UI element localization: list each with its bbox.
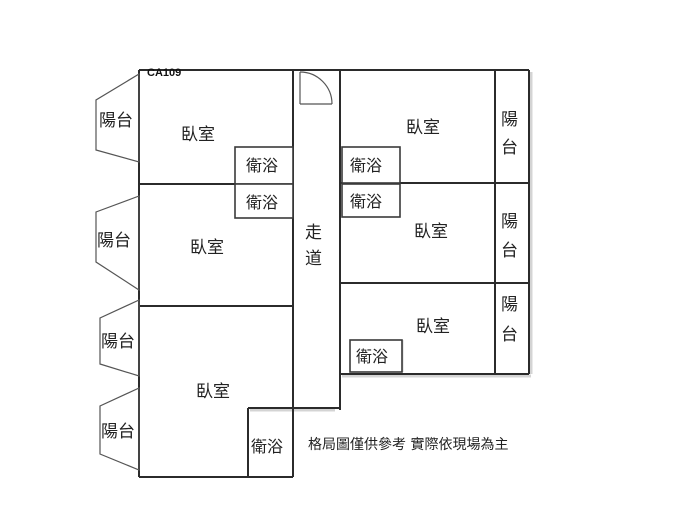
disclaimer-note: 格局圖僅供參考 實際依現場為主 bbox=[308, 436, 508, 453]
bedroom-label-6: 臥室 bbox=[416, 317, 450, 337]
bathroom-label-2: 衛浴 bbox=[246, 193, 278, 212]
left-unit-walls bbox=[138, 69, 295, 478]
bathroom-label-3: 衛浴 bbox=[350, 156, 382, 175]
balcony-right-1-top: 陽 bbox=[501, 110, 518, 130]
bathroom-label-5: 衛浴 bbox=[356, 347, 388, 366]
balcony-label-1: 陽台 bbox=[99, 111, 133, 131]
bedroom-label-2: 臥室 bbox=[190, 238, 224, 258]
balcony-label-3: 陽台 bbox=[101, 332, 135, 352]
bedroom-label-5: 臥室 bbox=[414, 222, 448, 242]
bedroom-label-4: 臥室 bbox=[406, 118, 440, 138]
plan-code: CA109 bbox=[147, 67, 181, 79]
balcony-right-3-bottom: 台 bbox=[501, 325, 518, 345]
left-balconies bbox=[95, 72, 140, 471]
balcony-right-1-bottom: 台 bbox=[501, 138, 518, 158]
bathroom-boxes bbox=[234, 146, 403, 373]
bathroom-label-1: 衛浴 bbox=[246, 156, 278, 175]
corridor-label-top: 走 bbox=[305, 223, 322, 243]
balcony-label-2: 陽台 bbox=[97, 231, 131, 251]
balcony-right-2-top: 陽 bbox=[501, 212, 518, 232]
corridor-door bbox=[299, 71, 333, 105]
bathroom-label-4: 衛浴 bbox=[350, 192, 382, 211]
balcony-right-3-top: 陽 bbox=[501, 295, 518, 315]
corridor-label-bottom: 道 bbox=[305, 249, 322, 269]
bedroom-label-3: 臥室 bbox=[196, 382, 230, 402]
bathroom-label-6: 衛浴 bbox=[251, 437, 283, 456]
balcony-label-4: 陽台 bbox=[101, 422, 135, 442]
right-unit-walls bbox=[293, 69, 530, 410]
bedroom-label-1: 臥室 bbox=[181, 125, 215, 145]
balcony-right-2-bottom: 台 bbox=[501, 241, 518, 261]
lower-corridor-walls bbox=[247, 407, 340, 477]
